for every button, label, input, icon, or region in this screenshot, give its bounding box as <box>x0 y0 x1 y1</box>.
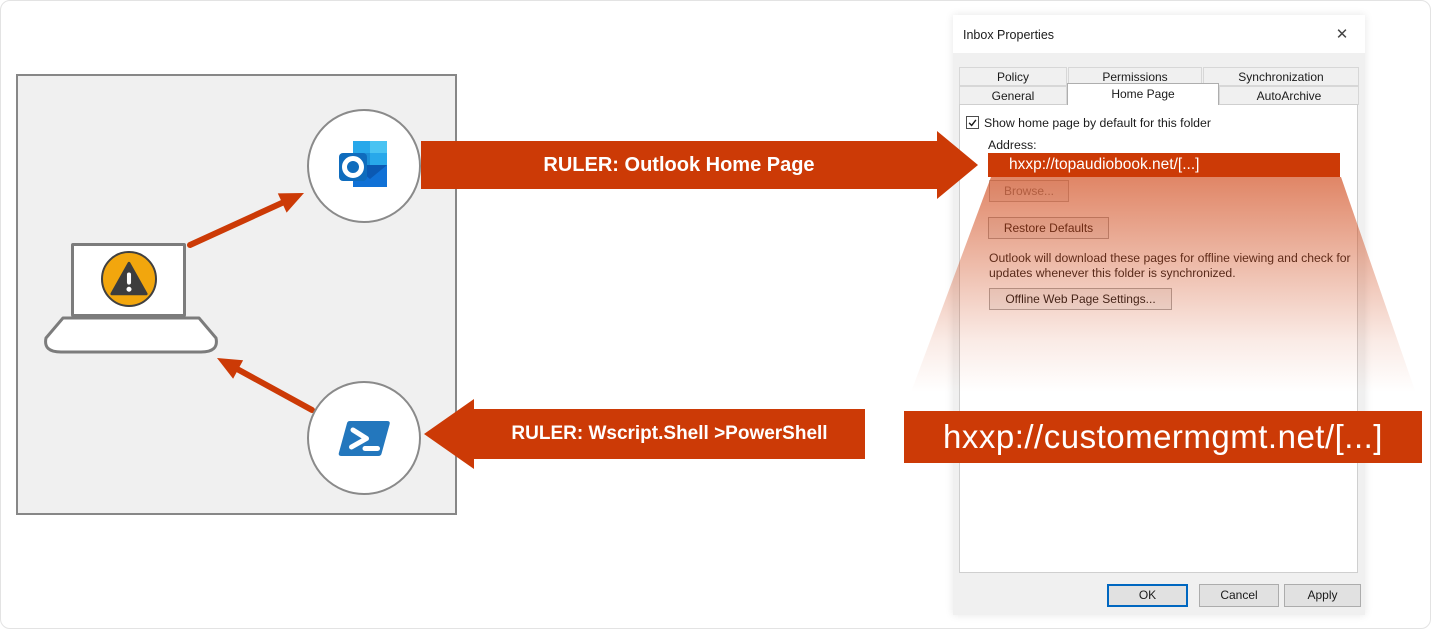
offline-note: Outlook will download these pages for of… <box>989 251 1351 280</box>
ok-button[interactable]: OK <box>1107 584 1188 607</box>
tab-home-page[interactable]: Home Page <box>1067 83 1219 105</box>
ruler-homepage-banner: RULER: Outlook Home Page <box>421 141 937 189</box>
powershell-icon <box>307 381 421 495</box>
tab-synchronization[interactable]: Synchronization <box>1203 67 1359 86</box>
payload-url-band: hxxp://customermgmt.net/[...] <box>904 411 1422 463</box>
restore-defaults-button[interactable]: Restore Defaults <box>988 217 1109 239</box>
ruler-wscript-banner-label: RULER: Wscript.Shell >PowerShell <box>511 423 828 444</box>
browse-button[interactable]: Browse... <box>989 180 1069 202</box>
show-home-page-checkbox[interactable] <box>966 116 979 129</box>
payload-url-text: hxxp://customermgmt.net/[...] <box>943 418 1383 455</box>
tab-general[interactable]: General <box>959 86 1067 105</box>
ruler-homepage-banner-arrowhead-icon <box>937 131 978 199</box>
ruler-homepage-banner-label: RULER: Outlook Home Page <box>543 153 815 176</box>
ruler-wscript-banner-arrowhead-icon <box>424 399 474 469</box>
laptop-base <box>44 316 218 354</box>
address-label: Address: <box>988 138 1037 152</box>
dialog-title: Inbox Properties <box>963 28 1055 42</box>
outlook-icon <box>307 109 421 223</box>
tab-autoarchive[interactable]: AutoArchive <box>1219 86 1359 105</box>
close-icon[interactable]: ✕ <box>1335 26 1349 43</box>
offline-web-page-settings-button[interactable]: Offline Web Page Settings... <box>989 288 1172 310</box>
arrow-laptop-to-outlook-icon <box>187 193 304 248</box>
checkmark-icon <box>968 119 977 127</box>
ruler-wscript-banner: RULER: Wscript.Shell >PowerShell <box>474 409 865 459</box>
warning-icon <box>101 251 157 307</box>
inbox-properties-dialog: Inbox Properties ✕ Policy Permissions Sy… <box>953 15 1365 615</box>
tab-policy[interactable]: Policy <box>959 67 1067 86</box>
arrow-powershell-to-laptop-icon <box>217 358 315 413</box>
apply-button[interactable]: Apply <box>1284 584 1361 607</box>
show-home-page-checkbox-label: Show home page by default for this folde… <box>984 116 1211 130</box>
cancel-button[interactable]: Cancel <box>1199 584 1279 607</box>
address-input[interactable]: hxxp://topaudiobook.net/[...] <box>988 153 1340 177</box>
